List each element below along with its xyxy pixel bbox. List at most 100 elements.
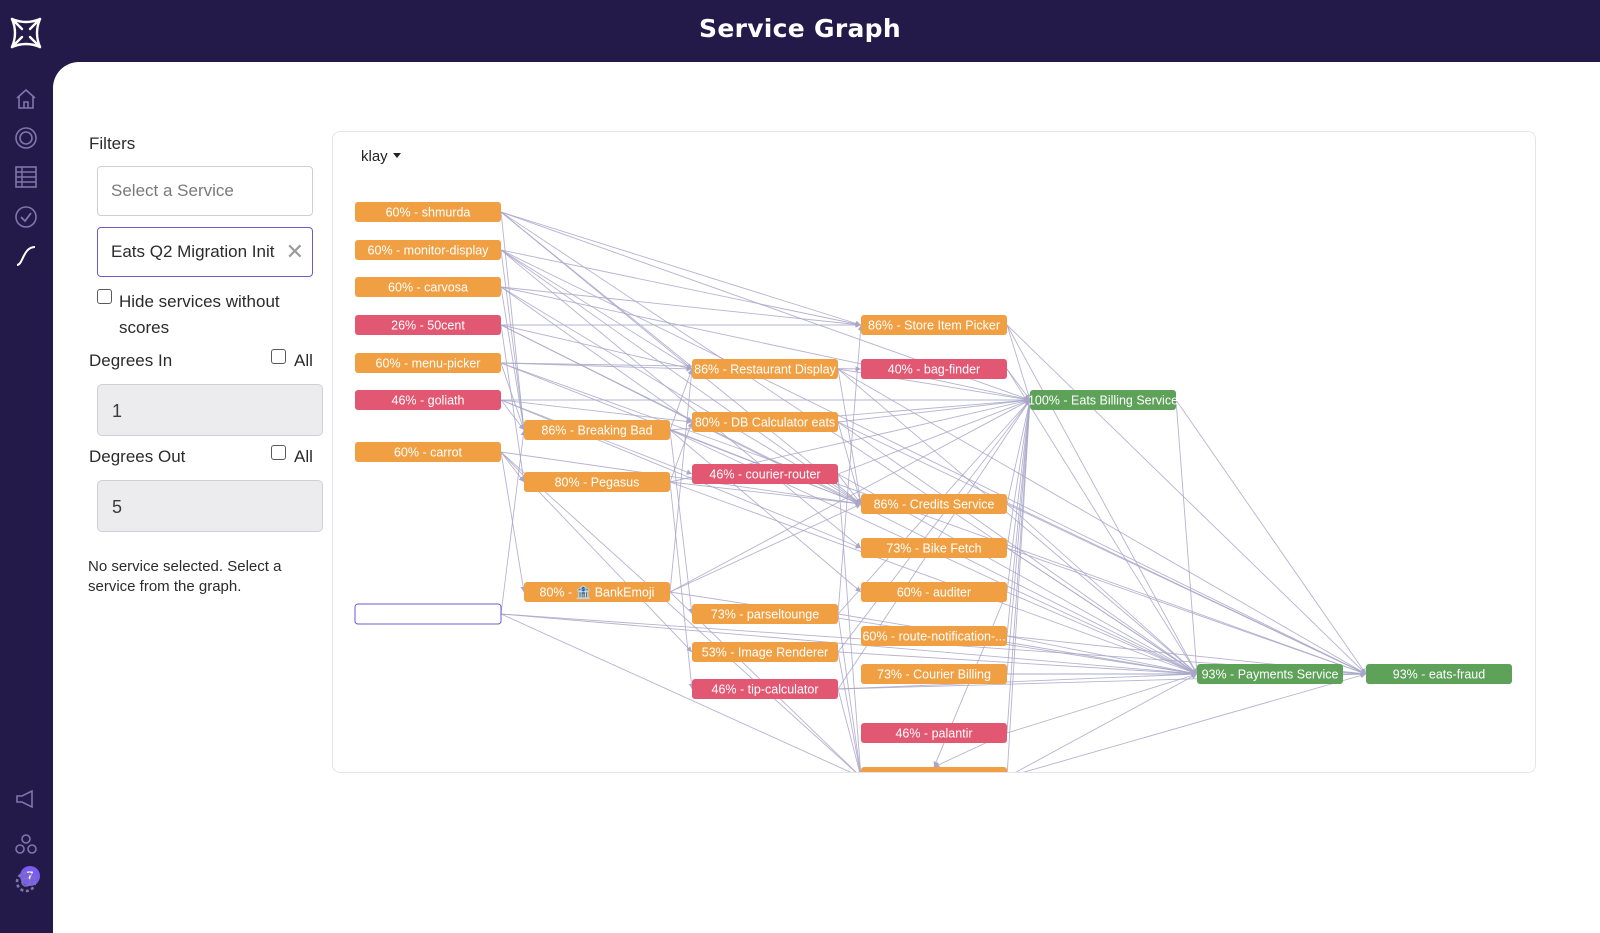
graph-node-box[interactable] bbox=[692, 464, 838, 484]
graph-node-box[interactable] bbox=[861, 359, 1007, 379]
check-circle-icon[interactable] bbox=[13, 204, 39, 230]
graph-node-parseltounge[interactable]: 73% - parseltounge bbox=[692, 604, 838, 624]
graph-node-eats-billing[interactable]: 100% - Eats Billing Service bbox=[1028, 390, 1178, 410]
graph-node-label: 86% - Credits Service bbox=[874, 498, 995, 512]
degrees-in-input[interactable]: 1 bbox=[97, 384, 323, 436]
degrees-out-input[interactable]: 5 bbox=[97, 480, 323, 532]
graph-node-payments-service[interactable]: 93% - Payments Service bbox=[1197, 664, 1343, 684]
graph-edge bbox=[500, 249, 862, 327]
graph-node-breaking-bad[interactable]: 86% - Breaking Bad bbox=[524, 420, 670, 440]
graph-edge bbox=[500, 286, 862, 328]
degrees-out-label: Degrees Out bbox=[89, 447, 186, 466]
graph-edge bbox=[837, 473, 864, 772]
graph-node-auditer[interactable]: 60% - auditer bbox=[861, 582, 1007, 602]
graph-node-goliath[interactable]: 46% - goliath bbox=[355, 390, 501, 410]
graph-node-label: 46% - courier-router bbox=[709, 468, 820, 482]
graph-node-box[interactable] bbox=[692, 604, 838, 624]
graph-edge bbox=[1006, 503, 1198, 675]
table-icon[interactable] bbox=[13, 164, 39, 190]
graph-node-label: 60% - menu-picker bbox=[376, 357, 481, 371]
graph-node-bankemoji[interactable]: 80% - 🏦 BankEmoji bbox=[524, 582, 670, 602]
graph-node-box[interactable] bbox=[355, 277, 501, 297]
graph-node-box[interactable] bbox=[692, 412, 838, 432]
graph-node-eats-fraud[interactable]: 93% - eats-fraud bbox=[1366, 664, 1512, 684]
graph-node-image-renderer[interactable]: 53% - Image Renderer bbox=[692, 642, 838, 662]
graph-node-box[interactable] bbox=[692, 679, 838, 699]
home-icon[interactable] bbox=[13, 86, 39, 112]
graph-node-shmurda[interactable]: 60% - shmurda bbox=[355, 202, 501, 222]
graph-edge bbox=[1006, 368, 1031, 401]
initiative-select[interactable]: Eats Q2 Migration Init ✕ bbox=[97, 227, 313, 277]
graph-node-store-item-picker[interactable]: 86% - Store Item Picker bbox=[861, 315, 1007, 335]
graph-node-carrot[interactable]: 60% - carrot bbox=[355, 442, 501, 462]
asterisk-logo-icon[interactable] bbox=[8, 15, 44, 51]
graph-node-tip-calculator[interactable]: 46% - tip-calculator bbox=[692, 679, 838, 699]
graph-edge bbox=[1006, 635, 1198, 676]
graph-node-label: 80% - Pegasus bbox=[555, 476, 640, 490]
team-icon[interactable] bbox=[13, 831, 39, 857]
graph-edge bbox=[837, 651, 863, 772]
graph-node-box[interactable] bbox=[355, 315, 501, 335]
graph-node-50cent[interactable]: 26% - 50cent bbox=[355, 315, 501, 335]
graph-node-box[interactable] bbox=[1197, 664, 1343, 684]
degrees-out-all-checkbox[interactable] bbox=[271, 445, 286, 460]
graph-node-label: 60% - carrot bbox=[394, 446, 463, 460]
graph-node-box[interactable] bbox=[861, 723, 1007, 743]
graph-node-vendor-payments[interactable]: 86% - Vendor Payments bbox=[861, 767, 1007, 772]
graph-node-box[interactable] bbox=[355, 390, 501, 410]
graph-edge bbox=[1006, 399, 1032, 505]
graph-node-pegasus[interactable]: 80% - Pegasus bbox=[524, 472, 670, 492]
graph-edge bbox=[500, 451, 861, 772]
graph-node-bag-finder[interactable]: 40% - bag-finder bbox=[861, 359, 1007, 379]
graph-node-box[interactable] bbox=[355, 202, 501, 222]
megaphone-icon[interactable] bbox=[13, 786, 39, 812]
graph-node-route-notification[interactable]: 60% - route-notification-... bbox=[861, 626, 1007, 646]
graph-node-box[interactable] bbox=[861, 494, 1007, 514]
graph-curve-icon[interactable] bbox=[13, 243, 39, 269]
graph-edge bbox=[837, 399, 1031, 653]
graph-node-credits-service[interactable]: 86% - Credits Service bbox=[861, 494, 1007, 514]
graph-edge bbox=[837, 399, 1031, 475]
graph-node-box[interactable] bbox=[861, 582, 1007, 602]
graph-node-box[interactable] bbox=[692, 642, 838, 662]
graph-node-box[interactable] bbox=[861, 626, 1007, 646]
graph-node-box[interactable] bbox=[355, 353, 501, 373]
graph-node-courier-router[interactable]: 46% - courier-router bbox=[692, 464, 838, 484]
graph-node-box[interactable] bbox=[861, 315, 1007, 335]
hide-unscored-checkbox[interactable] bbox=[97, 289, 112, 304]
graph-node-box[interactable] bbox=[524, 582, 670, 602]
graph-node-bike-fetch[interactable]: 73% - Bike Fetch bbox=[861, 538, 1007, 558]
graph-node-restaurant-display[interactable]: 86% - Restaurant Display bbox=[692, 359, 838, 379]
graph-node-very-important[interactable]: Very Important Service bbox=[354, 603, 502, 625]
graph-node-courier-billing[interactable]: 73% - Courier Billing bbox=[861, 664, 1007, 684]
graph-node-box[interactable] bbox=[524, 420, 670, 440]
graph-edge bbox=[669, 421, 693, 483]
graph-node-box[interactable] bbox=[1030, 390, 1176, 410]
graph-node-box[interactable] bbox=[861, 664, 1007, 684]
graph-node-box[interactable] bbox=[1366, 664, 1512, 684]
graph-node-box[interactable] bbox=[524, 472, 670, 492]
service-select[interactable]: Select a Service bbox=[97, 166, 313, 216]
graph-edge bbox=[837, 473, 862, 505]
graph-node-box[interactable] bbox=[692, 359, 838, 379]
graph-edge bbox=[1006, 368, 1198, 675]
graph-node-box[interactable] bbox=[861, 538, 1007, 558]
graph-node-box[interactable] bbox=[355, 442, 501, 462]
graph-edge bbox=[1006, 673, 1198, 734]
degrees-in-all-checkbox[interactable] bbox=[271, 349, 286, 364]
graph-node-db-calculator[interactable]: 80% - DB Calculator eats bbox=[692, 412, 838, 432]
graph-node-menu-picker[interactable]: 60% - menu-picker bbox=[355, 353, 501, 373]
user-dropdown[interactable]: klay bbox=[361, 148, 401, 165]
graph-node-carvosa[interactable]: 60% - carvosa bbox=[355, 277, 501, 297]
gear-icon[interactable] bbox=[13, 869, 39, 895]
graph-node-box[interactable] bbox=[354, 603, 502, 625]
graph-node-palantir[interactable]: 46% - palantir bbox=[861, 723, 1007, 743]
close-icon[interactable]: ✕ bbox=[285, 239, 304, 264]
graph-node-box[interactable] bbox=[355, 240, 501, 260]
graph-edge bbox=[1175, 399, 1367, 675]
graph-node-monitor-display[interactable]: 60% - monitor-display bbox=[355, 240, 501, 260]
target-icon[interactable] bbox=[13, 125, 39, 151]
graph-node-box[interactable] bbox=[861, 767, 1007, 772]
service-graph-canvas[interactable]: 60% - shmurda 60% - monitor-display 60% - … bbox=[333, 132, 1535, 772]
graph-edge bbox=[500, 399, 525, 431]
